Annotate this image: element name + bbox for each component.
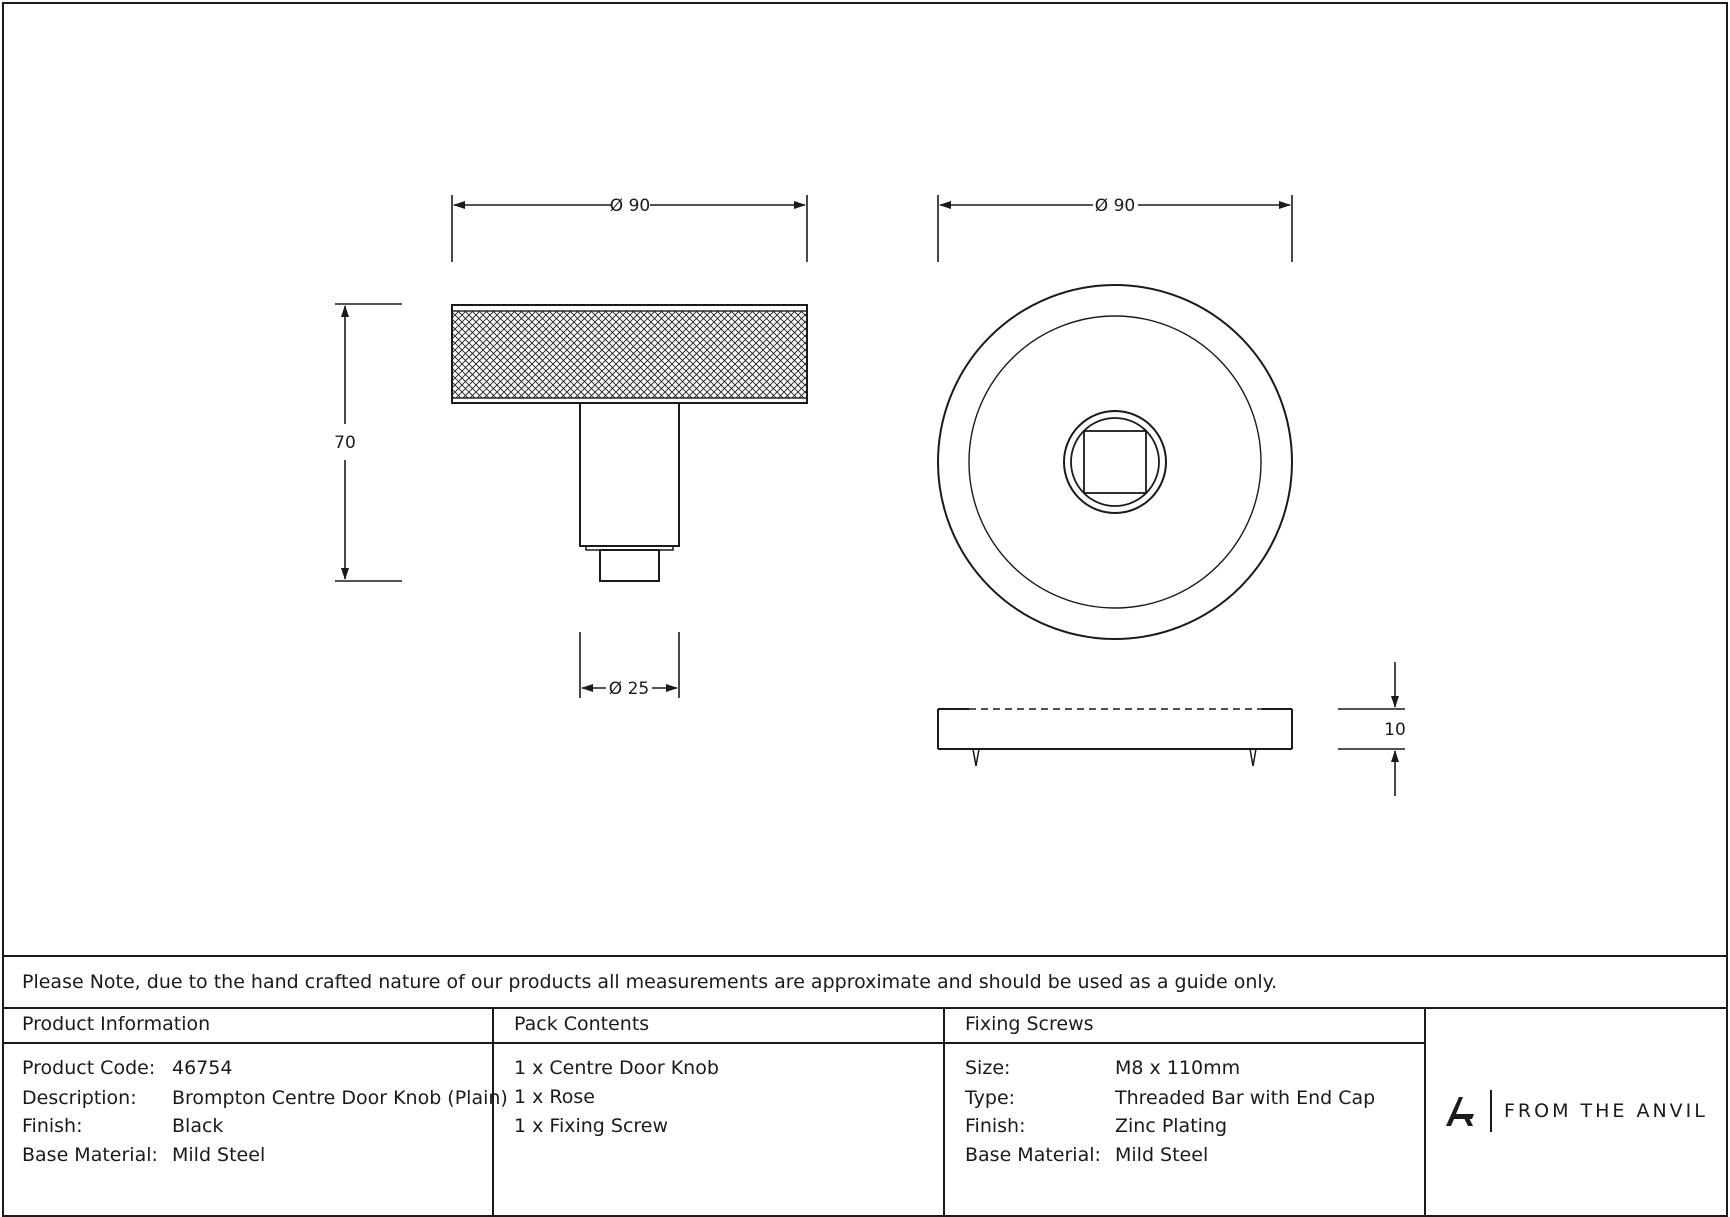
note-bottom-rule (2, 1007, 1726, 1009)
column-divider-2 (943, 1007, 945, 1215)
drawing-area: Ø 90 70 Ø 25 Ø 90 10 (334, 195, 1406, 796)
finish-label: Finish: (22, 1115, 83, 1137)
logo-text: FROM THE ANVIL (1504, 1100, 1708, 1122)
pack-item: 1 x Rose (514, 1086, 595, 1108)
header-bottom-rule (2, 1042, 1426, 1044)
description-value: Brompton Centre Door Knob (Plain) (172, 1087, 508, 1109)
product-info-heading: Product Information (22, 1013, 211, 1035)
screw-type-value: Threaded Bar with End Cap (1115, 1087, 1376, 1109)
screw-finish-value: Zinc Plating (1115, 1115, 1228, 1137)
screw-material-value: Mild Steel (1115, 1144, 1209, 1166)
anvil-a-logo-icon (1446, 1097, 1474, 1126)
brand-logo: FROM THE ANVIL (1444, 1088, 1714, 1134)
rose-side-view (937, 662, 1405, 796)
product-code-value: 46754 (172, 1057, 233, 1079)
screw-material-label: Base Material: (965, 1144, 1101, 1166)
fixing-screws-heading: Fixing Screws (965, 1013, 1094, 1035)
rose-front-view (937, 195, 1293, 640)
column-divider-3 (1424, 1007, 1426, 1215)
pack-item: 1 x Fixing Screw (514, 1115, 669, 1137)
pack-item: 1 x Centre Door Knob (514, 1057, 719, 1079)
column-divider-1 (492, 1007, 494, 1215)
description-label: Description: (22, 1087, 137, 1109)
rose-thickness-label: 10 (1384, 720, 1406, 740)
finish-value: Black (172, 1115, 224, 1137)
knob-height-label: 70 (334, 433, 356, 453)
product-code-label: Product Code: (22, 1057, 156, 1079)
screw-size-label: Size: (965, 1057, 1011, 1079)
base-material-label: Base Material: (22, 1144, 158, 1166)
logo-divider (1490, 1090, 1492, 1132)
measurement-note: Please Note, due to the hand crafted nat… (22, 971, 1278, 993)
knob-side-view (335, 195, 808, 698)
screw-type-label: Type: (965, 1087, 1016, 1109)
knob-diameter-label: Ø 90 (610, 196, 650, 216)
pack-contents-heading: Pack Contents (514, 1013, 650, 1035)
rose-diameter-label: Ø 90 (1095, 196, 1135, 216)
spindle-diameter-label: Ø 25 (609, 679, 649, 699)
base-material-value: Mild Steel (172, 1144, 266, 1166)
screw-finish-label: Finish: (965, 1115, 1026, 1137)
screw-size-value: M8 x 110mm (1115, 1057, 1241, 1079)
title-block-top-rule (2, 955, 1726, 957)
